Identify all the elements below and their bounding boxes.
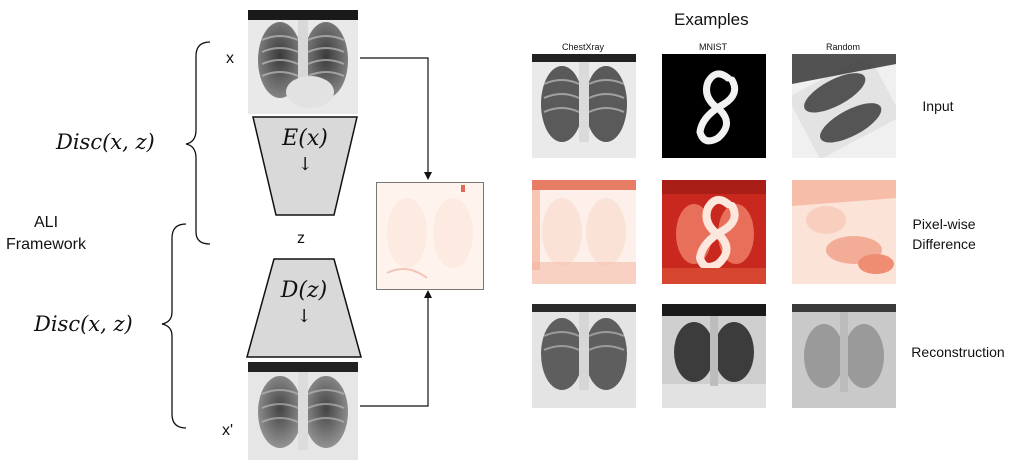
- row-label-input: Input: [922, 98, 954, 114]
- diff-random-image: [792, 180, 896, 284]
- input-random-image: [792, 54, 896, 158]
- disc-bottom-label: Disc(x, z): [34, 312, 133, 336]
- arrow-recon-to-diff: [360, 296, 429, 407]
- reconstructed-xray-image: [248, 362, 358, 460]
- encoder-down-arrow: ↓: [297, 154, 313, 175]
- input-xray-image: [248, 10, 358, 114]
- ali-framework-label: ALI Framework: [6, 212, 86, 256]
- latent-z-label: z: [297, 230, 305, 247]
- examples-title: Examples: [674, 10, 749, 29]
- row-label-pixel-diff-text: Pixel-wise Difference: [912, 216, 976, 252]
- ali-label-line1: ALI: [34, 214, 59, 231]
- recon-chestxray-image: [532, 304, 636, 408]
- ali-label-line2: Framework: [6, 236, 87, 253]
- disc-top-label: Disc(x, z): [56, 130, 155, 154]
- decoder-label: D(z): [280, 278, 328, 303]
- encoder-block: E(x) ↓: [252, 116, 358, 216]
- decoder-block: D(z) ↓: [246, 258, 362, 358]
- input-x-label: x: [226, 50, 234, 67]
- arrow-input-to-diff: [360, 57, 429, 174]
- recon-random-image: [792, 304, 896, 408]
- row-label-pixel-diff: Pixel-wise Difference: [910, 214, 990, 254]
- top-brace: [185, 41, 211, 245]
- diff-mnist-image: [662, 180, 766, 284]
- decoder-down-arrow: ↓: [296, 306, 312, 327]
- col-header-chestxray: ChestXray: [561, 42, 605, 52]
- input-chestxray-image: [532, 54, 636, 158]
- col-header-mnist: MNIST: [699, 42, 727, 52]
- col-header-random: Random: [825, 42, 861, 52]
- recon-x-prime-label: x': [222, 422, 234, 439]
- row-label-reconstruction: Reconstruction: [911, 344, 1005, 360]
- diff-chestxray-image: [532, 180, 636, 284]
- encoder-label: E(x): [282, 126, 328, 151]
- input-mnist-image: [662, 54, 766, 158]
- recon-mnist-image: [662, 304, 766, 408]
- bottom-brace: [161, 223, 187, 429]
- center-diff-map: [376, 182, 484, 290]
